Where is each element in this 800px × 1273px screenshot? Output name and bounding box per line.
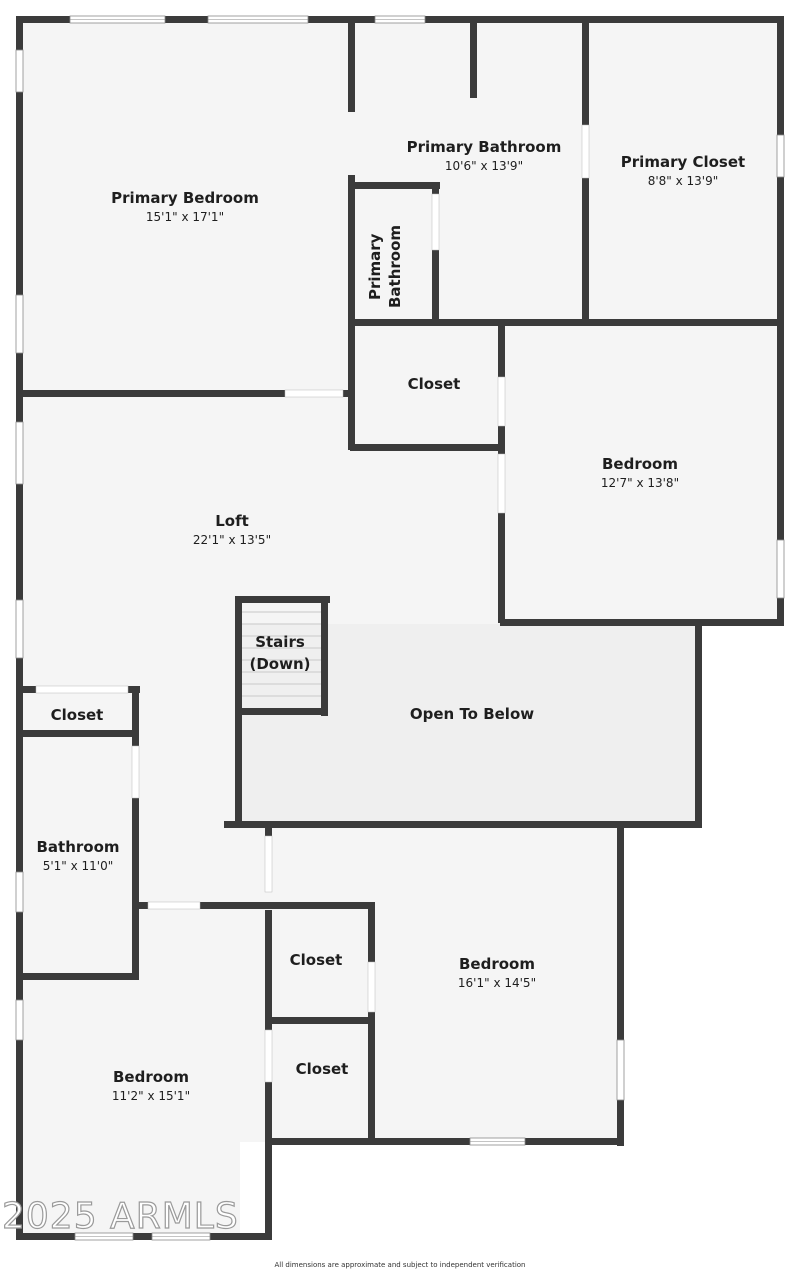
loft-dim: 22'1" x 13'5" bbox=[193, 533, 271, 547]
primary-closet-label: Primary Closet bbox=[621, 153, 745, 171]
small-primary-bathroom-label-line1: Primary bbox=[366, 233, 384, 300]
primary-bedroom-dim: 15'1" x 17'1" bbox=[146, 210, 224, 224]
loft-label: Loft bbox=[215, 512, 249, 530]
stairs-treads bbox=[242, 611, 321, 697]
stairs-label-line1: Stairs bbox=[255, 633, 305, 651]
bedroom-lower-right-label: Bedroom bbox=[459, 955, 535, 973]
windows bbox=[15, 15, 785, 1241]
small-primary-bathroom-label-line2: Bathroom bbox=[386, 225, 404, 308]
closet-upper-label: Closet bbox=[408, 375, 461, 393]
bedroom-lower-left-label: Bedroom bbox=[113, 1068, 189, 1086]
watermark: 2025 ARMLS bbox=[2, 1196, 239, 1237]
disclaimer: All dimensions are approximate and subje… bbox=[275, 1261, 526, 1269]
stairs-label-line2: (Down) bbox=[249, 655, 310, 673]
open-to-below-area bbox=[240, 624, 700, 826]
bedroom-lower-right-dim: 16'1" x 14'5" bbox=[458, 976, 536, 990]
closet-mid-2-label: Closet bbox=[296, 1060, 349, 1078]
bathroom-dim: 5'1" x 11'0" bbox=[43, 859, 114, 873]
bedroom-right-dim: 12'7" x 13'8" bbox=[601, 476, 679, 490]
primary-bedroom-label: Primary Bedroom bbox=[111, 189, 259, 207]
bedroom-right-label: Bedroom bbox=[602, 455, 678, 473]
bedroom-lower-left-dim: 11'2" x 15'1" bbox=[112, 1089, 190, 1103]
closet-mid-1-label: Closet bbox=[290, 951, 343, 969]
closet-left-label: Closet bbox=[51, 706, 104, 724]
room-labels: Primary Bedroom 15'1" x 17'1" Primary Ba… bbox=[36, 138, 745, 1103]
primary-bathroom-dim: 10'6" x 13'9" bbox=[445, 159, 523, 173]
bathroom-label: Bathroom bbox=[36, 838, 119, 856]
primary-bathroom-label: Primary Bathroom bbox=[407, 138, 562, 156]
open-to-below-label: Open To Below bbox=[410, 705, 534, 723]
primary-closet-dim: 8'8" x 13'9" bbox=[648, 174, 719, 188]
door-openings bbox=[35, 124, 590, 1083]
